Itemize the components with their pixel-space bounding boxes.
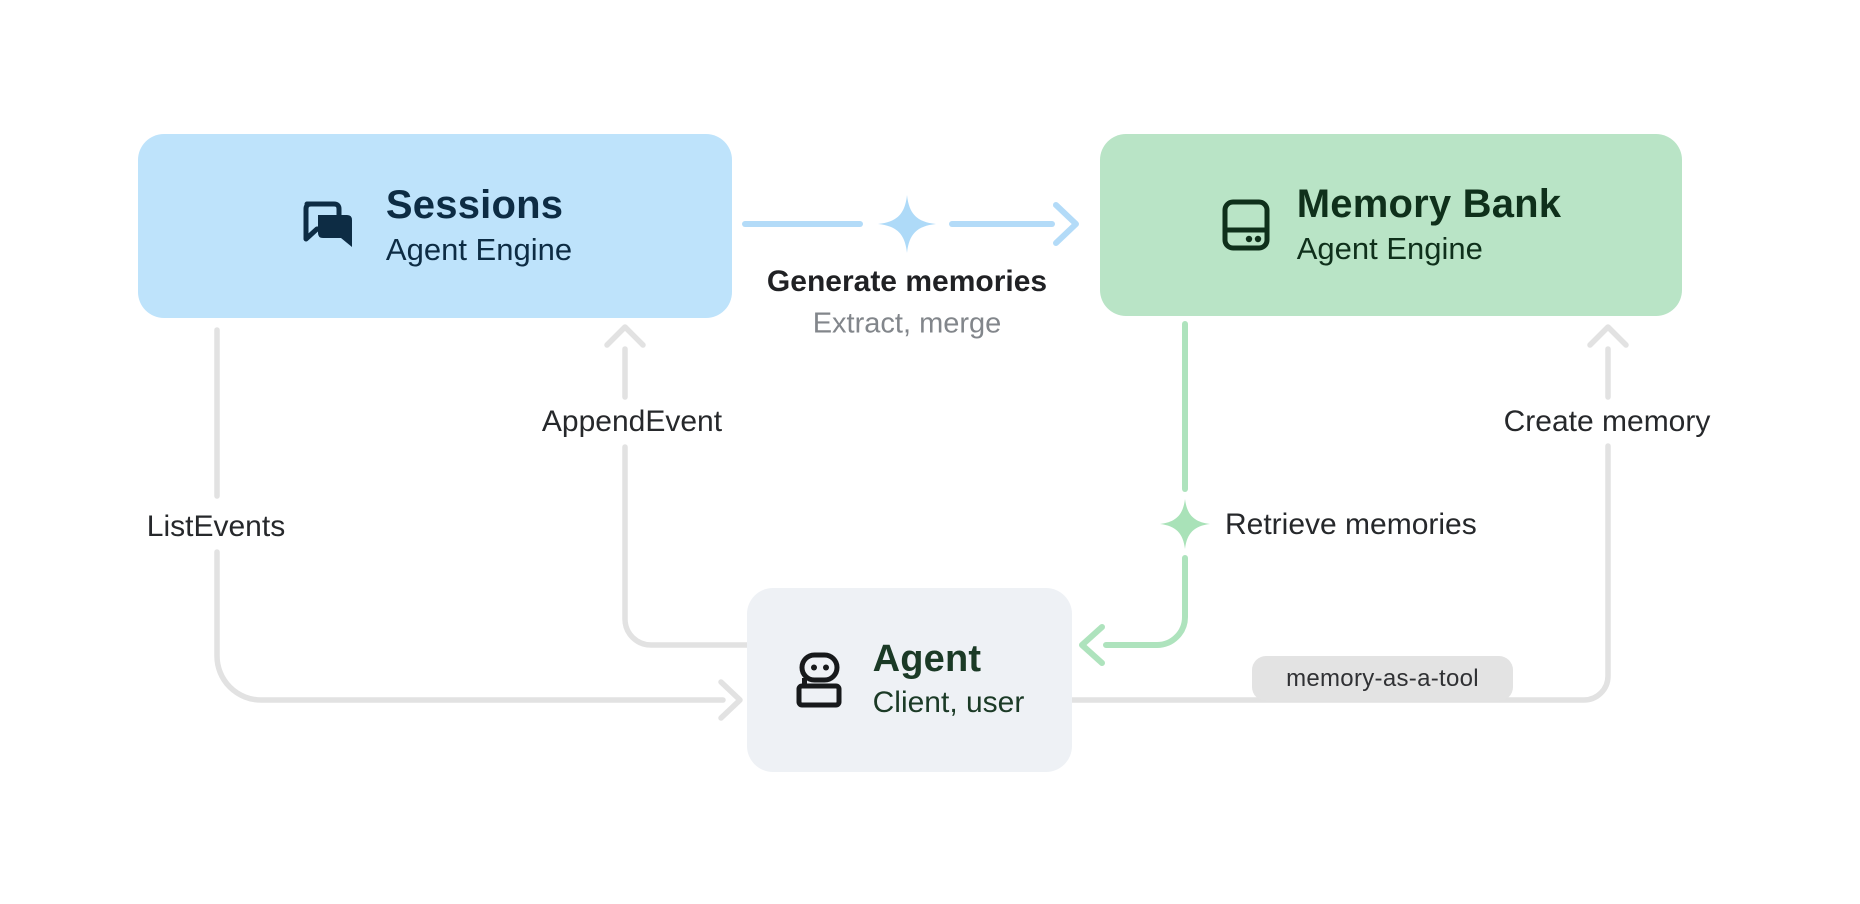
node-agent: Agent Client, user	[747, 588, 1072, 772]
sessions-title: Sessions	[385, 183, 564, 228]
node-memory-bank: Memory Bank Agent Engine	[1100, 134, 1682, 316]
generate-memories-arrow	[742, 202, 1079, 246]
arrowhead-right-icon	[1053, 202, 1079, 246]
arrowhead-right-icon	[718, 679, 743, 721]
agent-title: Agent	[872, 637, 982, 680]
list-events-label: ListEvents	[146, 510, 286, 543]
retrieve-memories-label: Retrieve memories	[1225, 508, 1477, 541]
create-memory-label: Create memory	[1503, 405, 1711, 438]
list-events-arrow	[214, 327, 743, 721]
node-sessions: Sessions Agent Engine	[138, 134, 732, 318]
agent-subtitle: Client, user	[872, 685, 1025, 719]
memory-bank-title: Memory Bank	[1296, 182, 1562, 227]
arrowhead-left-icon	[1079, 624, 1105, 666]
create-memory-arrow	[1069, 324, 1629, 703]
arrowhead-up-icon	[1587, 324, 1629, 348]
sparkle-icon	[1160, 499, 1210, 549]
generate-memories-label: Generate memories	[766, 265, 1048, 298]
append-event-label: AppendEvent	[541, 405, 723, 438]
sparkle-icon	[878, 195, 936, 253]
forum-icon	[298, 199, 360, 253]
arrowhead-up-icon	[604, 324, 646, 348]
generate-memories-sublabel: Extract, merge	[812, 307, 1002, 340]
append-event-arrow	[604, 324, 750, 648]
retrieve-memories-arrow	[1079, 321, 1188, 666]
sessions-subtitle: Agent Engine	[385, 232, 573, 268]
robot-icon	[795, 651, 843, 709]
memory-as-a-tool-badge: memory-as-a-tool	[1252, 656, 1513, 701]
storage-icon	[1221, 198, 1271, 252]
memory-bank-subtitle: Agent Engine	[1296, 231, 1483, 267]
